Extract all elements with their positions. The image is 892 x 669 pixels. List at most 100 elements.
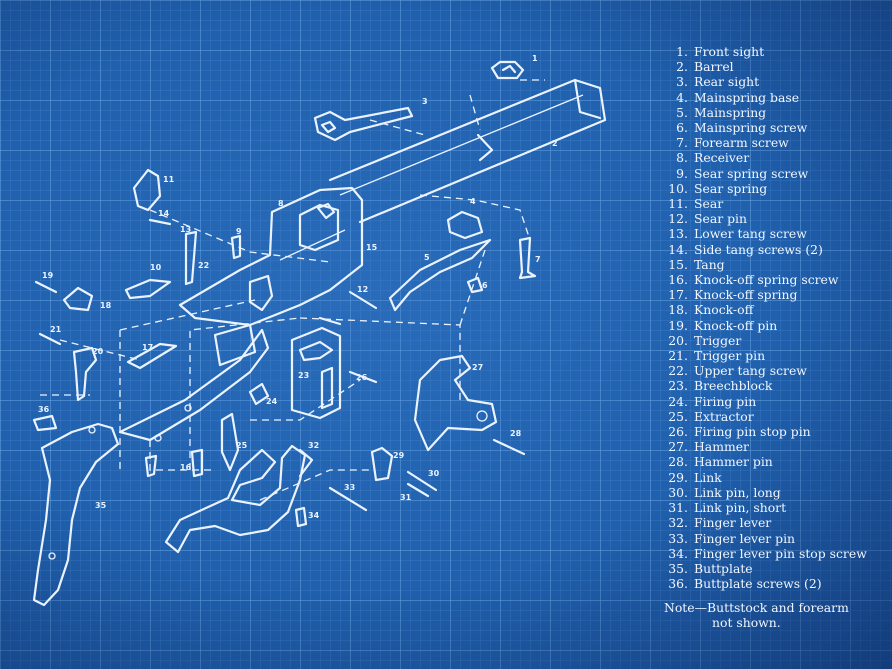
parts-list-number: 24. [668,393,688,409]
callout-33: 33 [344,483,355,492]
parts-list-name: Firing pin [694,393,757,409]
parts-list-number: 29. [668,469,688,485]
parts-list-item: 32. Finger lever [664,515,886,530]
parts-list-item: 28.Hammer pin [664,454,886,469]
parts-list-item: 2.Barrel [664,59,886,74]
parts-list-name: Sear spring [694,180,768,196]
parts-list-number: 9. [676,165,688,181]
callout-17: 17 [142,343,153,352]
parts-list-item: 11.Sear [664,196,886,211]
exploded-parts-diagram: 1 2 3 4 5 6 7 8 9 10 11 12 13 14 15 16 1… [32,54,607,607]
callout-23: 23 [298,371,309,380]
parts-list-number: 14. [668,241,688,257]
parts-list-number: 25. [668,408,688,424]
parts-list-item: 15.Tang [664,257,886,272]
part-breechblock [290,326,342,420]
part-extractor [220,412,240,472]
parts-list-number: 31. [668,500,688,516]
parts-list-item: 22.Upper tang screw [664,363,886,378]
parts-list-name: Knock-off spring screw [694,272,839,288]
parts-list-number: 20. [668,332,688,348]
callout-24: 24 [266,397,278,406]
parts-list-name: Hammer [694,439,749,455]
parts-list-item: 14.Side tang screws (2) [664,242,886,257]
parts-list-name: Trigger pin [694,348,766,364]
part-trigger [72,346,98,402]
part-knock-off [62,286,94,312]
callout-14: 14 [158,209,170,218]
callout-19: 19 [42,271,54,280]
callout-12: 12 [357,285,368,294]
parts-list-item: 17.Knock-off spring [664,287,886,302]
note-line-2: not shown. [712,615,781,630]
part-link-pin-long [406,470,438,492]
part-side-tang-screws [148,218,342,326]
parts-list-name: Finger lever pin [694,530,796,546]
part-finger-lever-pin-stop-screw [294,506,308,528]
parts-list-number: 4. [676,89,688,105]
parts-list-name: Link pin, short [694,500,787,516]
part-trigger-pin [38,332,62,346]
parts-list-item: 16.Knock-off spring screw [664,272,886,287]
parts-list-number: 12. [668,211,688,227]
parts-list-name: Receiver [694,150,750,166]
callout-35: 35 [95,501,107,510]
parts-list-number: 35. [668,560,688,576]
parts-list-name: Finger lever pin stop screw [694,545,867,561]
parts-list-item: 31. Link pin, short [664,500,886,515]
parts-list-name: Buttplate [694,560,753,576]
part-sear-spring [124,278,172,300]
parts-list-name: Sear spring screw [694,165,809,181]
part-barrel [328,78,607,224]
parts-list-item: 25.Extractor [664,409,886,424]
parts-list-number: 21. [668,348,688,364]
parts-list-item: 18. Knock-off [664,302,886,317]
part-receiver [178,186,364,327]
parts-list-item: 6.Mainspring screw [664,120,886,135]
parts-list-name: Knock-off [694,302,754,318]
parts-list-name: Finger lever [694,515,772,531]
part-buttplate [32,422,120,607]
parts-list-item: 36.Buttplate screws (2) [664,576,886,591]
parts-list-name: Lower tang screw [694,226,807,242]
part-buttplate-screws [32,414,58,432]
parts-list-name: Knock-off pin [694,317,778,333]
callout-4: 4 [470,197,476,206]
callout-11: 11 [163,175,175,184]
callout-5: 5 [424,253,430,262]
parts-list-number: 17. [668,287,688,303]
callout-21: 21 [50,325,62,334]
parts-list-name: Mainspring [694,104,767,120]
callout-27: 27 [472,363,483,372]
parts-list-number: 18. [668,302,688,318]
parts-list-number: 33. [668,530,688,546]
parts-list-number: 32. [668,515,688,531]
parts-list-number: 19. [668,317,688,333]
parts-list-number: 23. [668,378,688,394]
part-knock-off-pin [34,280,58,294]
part-sear-pin [348,290,378,310]
parts-list-number: 5. [676,104,688,120]
callout-9: 9 [236,227,242,236]
part-hammer [413,354,498,452]
callout-labels: 1 2 3 4 5 6 7 8 9 10 11 12 13 14 15 16 1… [38,54,558,520]
callout-2: 2 [552,139,558,148]
parts-list-item: 9. Sear spring screw [664,166,886,181]
callout-15: 15 [366,243,378,252]
callout-29: 29 [393,451,405,460]
parts-list-item: 21. Trigger pin [664,348,886,363]
parts-list-item: 1.Front sight [664,44,886,59]
part-mainspring-base [446,210,484,240]
parts-list-number: 13. [668,226,688,242]
parts-list-item: 4.Mainspring base [664,90,886,105]
parts-list-item: 35. Buttplate [664,561,886,576]
part-sear [132,168,162,212]
parts-list-name: Rear sight [694,74,760,90]
part-rear-sight [313,106,414,142]
part-mainspring [388,238,492,312]
parts-list-item: 23.Breechblock [664,378,886,393]
parts-list-item: 3.Rear sight [664,74,886,89]
part-hammer-pin [492,438,526,456]
parts-list-number: 36. [668,576,688,592]
